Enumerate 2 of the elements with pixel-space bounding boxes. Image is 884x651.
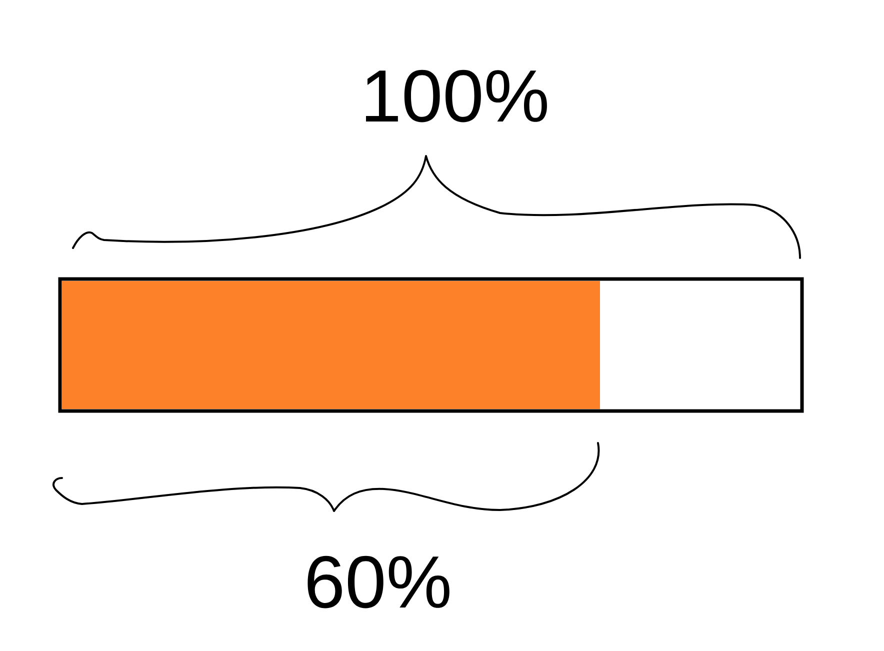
percent-label: 100% bbox=[366, 70, 547, 122]
percent-label: 60% bbox=[308, 556, 450, 608]
